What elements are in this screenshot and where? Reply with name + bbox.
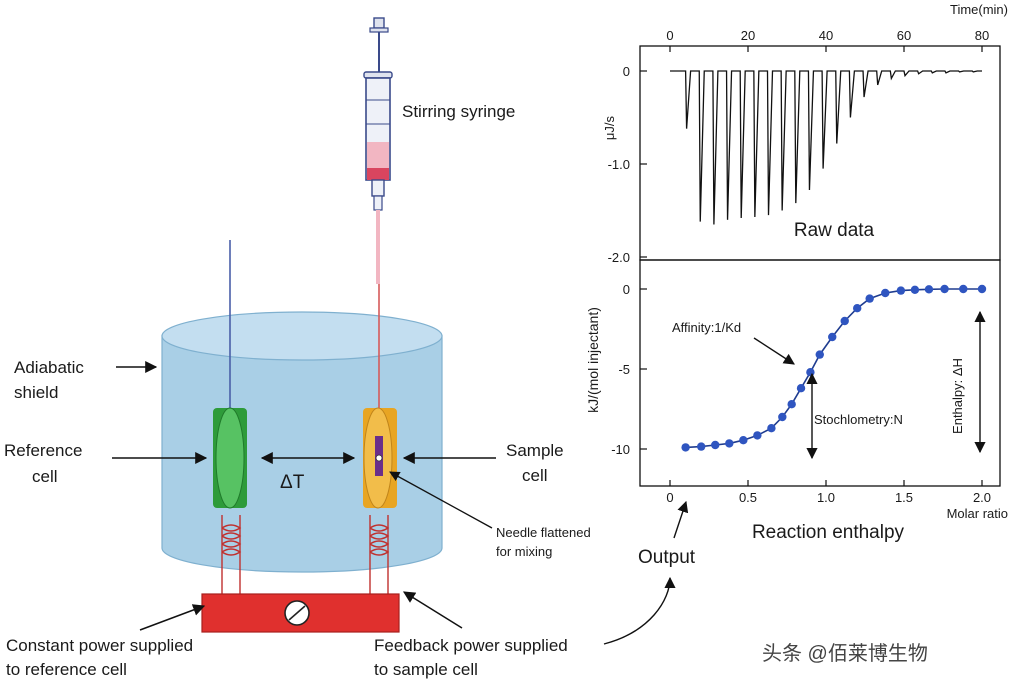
raw-data-y-tick-labels: 0 -1.0 -2.0 <box>608 64 630 265</box>
raw-data-x-axis-label: Time(min) <box>950 2 1008 17</box>
affinity-annotation: Affinity:1/Kd <box>672 320 741 335</box>
delta-t-label: ΔT <box>280 472 305 493</box>
enthalpy-data-point <box>815 350 824 359</box>
enthalpy-data-point <box>725 439 734 448</box>
raw-data-ticks <box>640 46 983 258</box>
raw-data-x-tick-label: 0 <box>666 28 673 43</box>
constant-power-label-1: Constant power supplied <box>6 636 193 655</box>
enthalpy-data-point <box>910 285 920 294</box>
shield-top <box>161 311 443 361</box>
feedback-power-label-2: to sample cell <box>374 660 478 679</box>
enthalpy-title: Reaction enthalpy <box>752 522 905 543</box>
enthalpy-y-tick-labels: 0 -5 -10 <box>611 282 630 457</box>
enthalpy-data-point <box>787 400 796 409</box>
sample-label-1: Sample <box>506 441 564 460</box>
raw-data-y-axis-label: μJ/s <box>602 115 617 140</box>
enthalpy-data-point <box>739 436 748 445</box>
raw-data-x-tick-label: 60 <box>897 28 911 43</box>
enthalpy-data-point <box>828 332 837 342</box>
enthalpy-y-tick-label: 0 <box>623 282 630 297</box>
shield-body <box>161 335 443 573</box>
raw-data-y-tick-label: -1.0 <box>608 157 630 172</box>
enthalpy-data-point <box>959 284 968 294</box>
output-arrow-upper <box>673 500 689 539</box>
enthalpy-data-point <box>840 316 849 326</box>
enthalpy-y-tick-label: -10 <box>611 442 630 457</box>
enthalpy-x-tick-labels: 0 0.5 1.0 1.5 2.0 <box>666 490 991 505</box>
adiabatic-label-2: shield <box>14 383 58 402</box>
reference-label-2: cell <box>32 467 58 486</box>
enthalpy-x-axis-label: Molar ratio <box>947 506 1008 521</box>
needle-label-1: Needle flattened <box>496 525 591 540</box>
raw-data-chart: 0 -1.0 -2.0 0 20 40 60 80 Time(min) μJ/s Raw d… <box>602 2 1008 265</box>
sample-heater-coil <box>369 515 390 595</box>
enthalpy-data-point <box>681 443 690 452</box>
enthalpy-data-point <box>767 424 776 433</box>
enthalpy-data-point <box>796 384 806 393</box>
enthalpy-data-point <box>881 288 890 298</box>
raw-data-y-tick-label: -2.0 <box>608 250 630 265</box>
watermark: 头条 @佰莱博生物 <box>762 642 928 665</box>
adiabatic-label-1: Adiabatic <box>14 358 84 377</box>
reference-cell-icon <box>213 407 247 509</box>
needle-arrow <box>389 471 493 529</box>
enthalpy-frame <box>639 259 1001 487</box>
power-unit <box>201 593 400 633</box>
enthalpy-data-point <box>977 284 987 294</box>
adiabatic-shield <box>161 311 443 573</box>
output-arrow-lower <box>603 576 676 645</box>
enthalpy-data-point <box>896 286 906 295</box>
raw-data-y-tick-label: 0 <box>623 64 630 79</box>
sample-cell-icon <box>363 407 397 509</box>
enthalpy-data-points <box>681 284 987 452</box>
feedback-power-arrow <box>402 591 463 629</box>
enthalpy-x-tick-label: 1.5 <box>895 490 913 505</box>
raw-data-x-tick-label: 80 <box>975 28 989 43</box>
enthalpy-data-point <box>778 412 787 422</box>
constant-power-arrow <box>139 604 206 631</box>
syringe-icon <box>363 17 393 284</box>
enthalpy-data-point <box>865 294 874 303</box>
stoichiometry-annotation: Stochlometry:N <box>814 412 903 427</box>
enthalpy-data-point <box>940 284 949 294</box>
sample-label-2: cell <box>522 466 548 485</box>
enthalpy-data-point <box>697 442 706 451</box>
reference-label-1: Reference <box>4 441 82 460</box>
enthalpy-data-point <box>806 368 815 377</box>
enthalpy-y-axis-label: kJ/(mol injectant) <box>585 307 601 413</box>
output-label: Output <box>638 547 696 568</box>
affinity-arrow <box>753 337 795 365</box>
raw-data-title: Raw data <box>794 220 875 241</box>
enthalpy-x-tick-label: 0.5 <box>739 490 757 505</box>
enthalpy-x-tick-label: 0 <box>666 490 673 505</box>
needle-label-2: for mixing <box>496 544 552 559</box>
enthalpy-data-point <box>711 440 720 450</box>
enthalpy-data-point <box>853 304 862 313</box>
raw-data-x-tick-label: 20 <box>741 28 755 43</box>
stirring-syringe-label: Stirring syringe <box>402 102 515 121</box>
enthalpy-annotation: Enthalpy: ΔH <box>950 358 965 434</box>
enthalpy-x-tick-label: 1.0 <box>817 490 835 505</box>
enthalpy-y-tick-label: -5 <box>618 362 630 377</box>
enthalpy-data-point <box>924 285 934 294</box>
feedback-power-label-1: Feedback power supplied <box>374 636 568 655</box>
reference-heater-coil <box>221 515 242 595</box>
raw-data-trace <box>670 70 982 225</box>
constant-power-label-2: to reference cell <box>6 660 127 679</box>
raw-data-x-tick-label: 40 <box>819 28 833 43</box>
raw-data-x-tick-labels: 0 20 40 60 80 <box>666 28 989 43</box>
enthalpy-ticks <box>640 288 983 486</box>
enthalpy-x-tick-label: 2.0 <box>973 490 991 505</box>
enthalpy-data-point <box>753 431 762 440</box>
